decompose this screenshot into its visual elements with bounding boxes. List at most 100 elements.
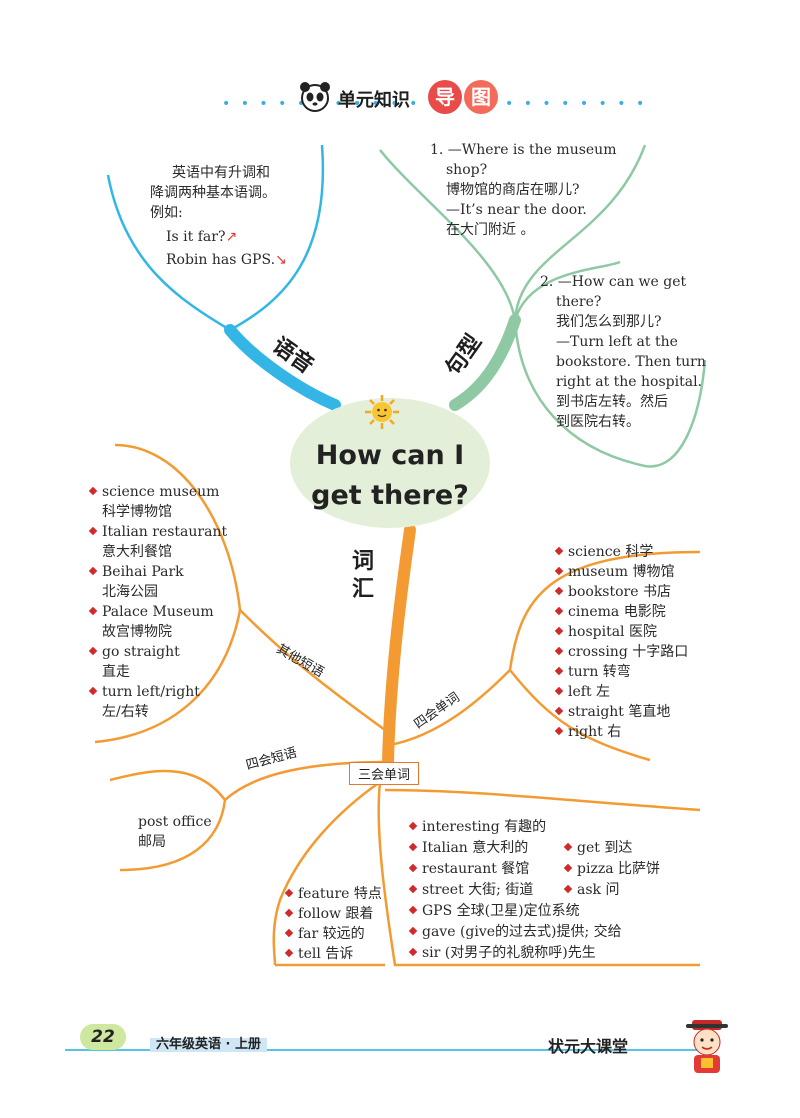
sentence-2-line: right at the hospital. bbox=[556, 374, 702, 390]
sentence-2-line: 我们怎么到那儿? bbox=[556, 314, 662, 330]
list-item: museum 博物馆 bbox=[554, 562, 688, 582]
pronunciation-line-1: 英语中有升调和 bbox=[172, 165, 270, 181]
list-item: 故宫博物院 bbox=[102, 624, 172, 640]
list-item: hospital 医院 bbox=[554, 622, 688, 642]
example-2-text: Robin has GPS. bbox=[166, 252, 276, 268]
three-words-mid-list: interesting 有趣的 Italian 意大利的 restaurant … bbox=[408, 817, 622, 964]
list-item: interesting 有趣的 bbox=[408, 817, 622, 838]
header-dots-right: • • • • • • • • bbox=[505, 96, 648, 112]
list-item: Palace Museum bbox=[88, 602, 227, 622]
list-item: 直走 bbox=[102, 664, 130, 680]
bullet-icon bbox=[563, 884, 573, 894]
list-item: cinema 电影院 bbox=[554, 602, 688, 622]
list-item: right 右 bbox=[554, 722, 688, 742]
bullet-icon bbox=[554, 686, 564, 696]
list-item: sir (对男子的礼貌称呼)先生 bbox=[408, 943, 622, 964]
bullet-icon bbox=[554, 546, 564, 556]
list-item: Italian restaurant bbox=[88, 522, 227, 542]
falling-arrow-icon: ↘ bbox=[275, 252, 287, 268]
bullet-icon bbox=[554, 706, 564, 716]
list-item: gave (give的过去式)提供; 交给 bbox=[408, 922, 622, 943]
list-item: straight 笔直地 bbox=[554, 702, 688, 722]
list-item: left 左 bbox=[554, 682, 688, 702]
three-words-label: 三会单词 bbox=[349, 762, 420, 785]
bullet-icon bbox=[284, 908, 294, 918]
list-item: Italian 意大利的 bbox=[408, 838, 622, 859]
bullet-icon bbox=[554, 626, 564, 636]
brand-name: 状元大课堂 bbox=[548, 1037, 629, 1056]
sentence-2-line: there? bbox=[556, 294, 602, 310]
center-title: How can I get there? bbox=[290, 436, 490, 516]
bullet-icon bbox=[408, 842, 418, 852]
bullet-icon bbox=[563, 842, 573, 852]
branch-label-vocab: 词汇 bbox=[352, 549, 375, 602]
sentence-2-line: bookstore. Then turn bbox=[556, 354, 706, 370]
bullet-icon bbox=[408, 863, 418, 873]
sentence-1-line: 博物馆的商店在哪儿? bbox=[446, 182, 580, 198]
list-item: ask 问 bbox=[563, 880, 660, 901]
list-item: restaurant 餐馆 bbox=[408, 859, 622, 880]
list-item: turn left/right bbox=[88, 682, 227, 702]
bullet-icon bbox=[408, 884, 418, 894]
list-item: crossing 十字路口 bbox=[554, 642, 688, 662]
four-phrases-list: post office 邮局 bbox=[138, 812, 212, 852]
pronunciation-example-1: Is it far?↗ bbox=[166, 227, 237, 247]
bullet-icon bbox=[554, 666, 564, 676]
four-words-list: science 科学 museum 博物馆 bookstore 书店 cinem… bbox=[554, 542, 688, 742]
three-words-right-list: get 到达 pizza 比萨饼 ask 问 bbox=[563, 838, 660, 901]
bullet-icon bbox=[554, 586, 564, 596]
list-item: street 大街; 街道 bbox=[408, 880, 622, 901]
example-1-text: Is it far? bbox=[166, 229, 226, 245]
list-item: science 科学 bbox=[554, 542, 688, 562]
list-item: go straight bbox=[88, 642, 227, 662]
sentence-1-line: —It’s near the door. bbox=[446, 202, 587, 218]
bullet-icon bbox=[88, 646, 98, 656]
sentence-2-line: —Turn left at the bbox=[556, 334, 678, 350]
list-item: feature 特点 bbox=[284, 884, 382, 904]
header-badge-dao: 导 bbox=[428, 80, 462, 114]
bullet-icon bbox=[554, 606, 564, 616]
scholar-mascot-icon bbox=[684, 1018, 730, 1078]
bullet-icon bbox=[88, 566, 98, 576]
bullet-icon bbox=[408, 905, 418, 915]
list-item: far 较远的 bbox=[284, 924, 382, 944]
list-item: GPS 全球(卫星)定位系统 bbox=[408, 901, 622, 922]
list-item: 左/右转 bbox=[102, 704, 149, 720]
other-phrases-list: science museum 科学博物馆 Italian restaurant … bbox=[88, 482, 227, 722]
sentence-2-line: 到书店左转。然后 bbox=[556, 394, 668, 410]
center-node bbox=[290, 398, 490, 528]
list-item: 科学博物馆 bbox=[102, 504, 172, 520]
three-words-left-list: feature 特点 follow 跟着 far 较远的 tell 告诉 bbox=[284, 884, 382, 964]
sentence-2: 2. —How can we get there? 我们怎么到那儿? —Turn… bbox=[540, 272, 706, 432]
list-item: follow 跟着 bbox=[284, 904, 382, 924]
sentence-2-line: 到医院右转。 bbox=[556, 414, 640, 430]
list-item: Beihai Park bbox=[88, 562, 227, 582]
bullet-icon bbox=[408, 926, 418, 936]
panda-icon bbox=[298, 80, 332, 114]
pronunciation-text: 英语中有升调和 降调两种基本语调。 例如: bbox=[150, 163, 276, 223]
bullet-icon bbox=[284, 888, 294, 898]
bullet-icon bbox=[88, 486, 98, 496]
bullet-icon bbox=[88, 606, 98, 616]
pronunciation-example-2: Robin has GPS.↘ bbox=[166, 250, 287, 270]
center-title-line2: get there? bbox=[311, 480, 469, 511]
pronunciation-line-3: 例如: bbox=[150, 205, 183, 221]
sentence-2-line: 2. —How can we get bbox=[540, 274, 687, 290]
sentence-1-line: 1. —Where is the museum bbox=[430, 142, 617, 158]
list-item: 意大利餐馆 bbox=[102, 544, 172, 560]
bullet-icon bbox=[554, 726, 564, 736]
bullet-icon bbox=[554, 646, 564, 656]
bullet-icon bbox=[88, 686, 98, 696]
header-badge-tu: 图 bbox=[464, 80, 498, 114]
list-item: 北海公园 bbox=[102, 584, 158, 600]
sentence-1-line: shop? bbox=[446, 162, 488, 178]
header-title: 单元知识 bbox=[338, 90, 410, 111]
sun-icon bbox=[364, 394, 400, 430]
list-item: get 到达 bbox=[563, 838, 660, 859]
list-item: tell 告诉 bbox=[284, 944, 382, 964]
center-title-line1: How can I bbox=[315, 440, 465, 471]
rising-arrow-icon: ↗ bbox=[225, 229, 238, 245]
bullet-icon bbox=[284, 948, 294, 958]
bullet-icon bbox=[284, 928, 294, 938]
